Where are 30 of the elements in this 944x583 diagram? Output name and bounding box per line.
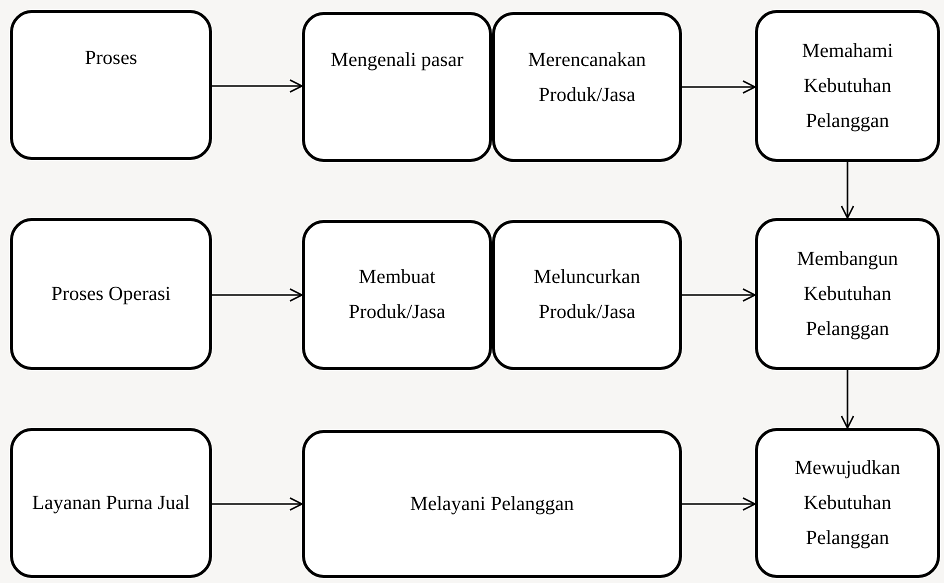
arrow [212, 79, 303, 93]
process-box [10, 10, 212, 160]
box-label: Mengenali pasar [330, 48, 464, 73]
arrow [682, 288, 756, 302]
process-box [755, 428, 940, 578]
process-box [302, 220, 492, 370]
box-label: Meluncurkan Produk/Jasa [532, 265, 642, 325]
box-label: Proses [84, 46, 138, 71]
box-label: Membangun Kebutuhan Pelanggan [796, 246, 900, 342]
process-box [755, 10, 940, 162]
box-label: Melayani Pelanggan [410, 492, 574, 516]
process-box [755, 218, 940, 370]
process-box [302, 430, 682, 578]
box-label: Mewujudkan Kebutuhan Pelanggan [794, 456, 902, 550]
process-box [492, 12, 682, 162]
box-label: Layanan Purna Jual [32, 490, 190, 516]
process-box [10, 428, 212, 578]
process-box [302, 12, 492, 162]
arrow [682, 497, 756, 511]
box-label: Memahami Kebutuhan Pelanggan [800, 38, 894, 134]
process-box [492, 220, 682, 370]
arrow [682, 80, 756, 94]
process-box [10, 218, 212, 370]
arrow [840, 162, 854, 219]
box-label: Membuat Produk/Jasa [348, 265, 446, 325]
arrow [212, 288, 303, 302]
arrow [840, 370, 854, 429]
box-label: Proses Operasi [51, 282, 171, 306]
box-label: Merencanakan Produk/Jasa [527, 48, 647, 108]
arrow [212, 497, 303, 511]
